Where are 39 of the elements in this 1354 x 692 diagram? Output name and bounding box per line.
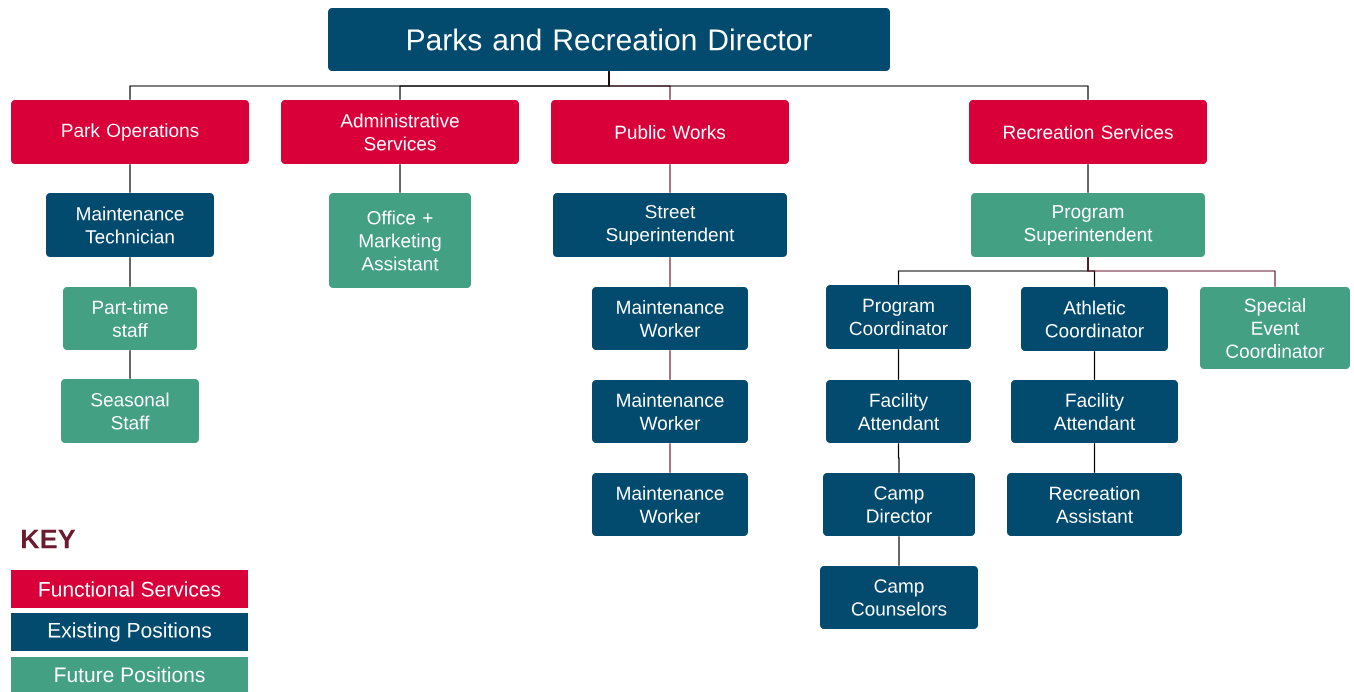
position-box: Street Superintendent — [553, 193, 787, 257]
connector-line — [669, 442, 671, 474]
connector-line — [399, 163, 401, 194]
connector-line — [129, 349, 131, 380]
legend-heading: KEY — [22, 529, 76, 549]
connector-line — [898, 535, 900, 567]
connector-line — [1087, 256, 1276, 288]
position-box: Maintenance Worker — [592, 473, 748, 536]
position-box: Camp Director — [823, 473, 975, 536]
connector-line — [608, 70, 1089, 101]
title-box: Parks and Recreation Director — [328, 8, 890, 71]
position-box: Maintenance Worker — [592, 287, 748, 350]
connector-line — [897, 348, 900, 381]
position-box: Maintenance Technician — [46, 193, 214, 257]
position-box: Office + Marketing Assistant — [329, 193, 471, 288]
position-box: Part-time staff — [63, 287, 197, 350]
position-box: Recreation Assistant — [1007, 473, 1182, 536]
connector-line — [897, 442, 900, 474]
position-box: Seasonal Staff — [61, 379, 199, 443]
department-box: Public Works — [551, 100, 789, 164]
position-box: Program Coordinator — [826, 285, 971, 349]
department-box: Administrative Services — [281, 100, 519, 164]
connector-line — [1093, 442, 1096, 474]
connector-line — [1093, 350, 1096, 381]
connector-line — [1087, 163, 1089, 194]
department-box: Recreation Services — [969, 100, 1207, 164]
position-box: Facility Attendant — [1011, 380, 1178, 443]
position-box: Camp Counselors — [820, 566, 978, 629]
position-box: Athletic Coordinator — [1021, 287, 1168, 351]
connector-line — [129, 256, 131, 288]
department-box: Park Operations — [11, 100, 249, 164]
position-box: Facility Attendant — [826, 380, 971, 443]
connector-line — [669, 256, 671, 288]
position-box: Maintenance Worker — [592, 380, 748, 443]
connector-line — [669, 349, 671, 381]
connector-line — [129, 163, 131, 194]
position-box: Special Event Coordinator — [1200, 287, 1350, 369]
position-box: Program Superintendent — [971, 193, 1205, 257]
connector-line — [669, 163, 671, 194]
